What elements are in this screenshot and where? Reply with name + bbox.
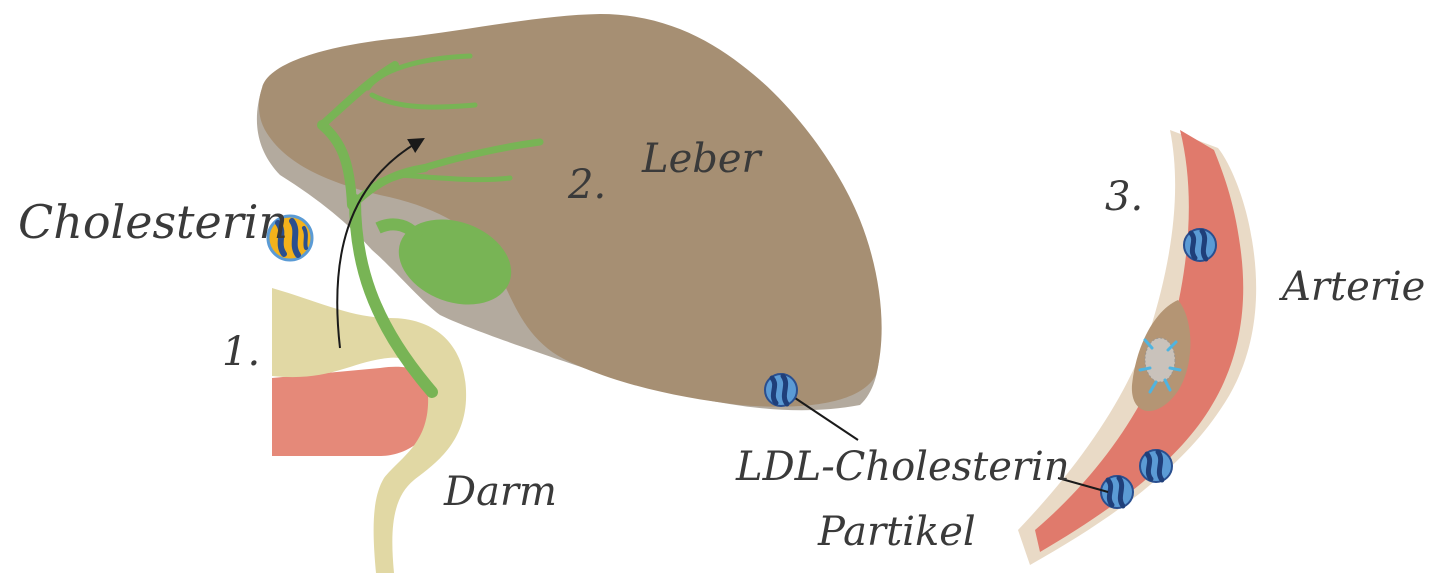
intestine (272, 288, 466, 573)
step-1-label: 1. (222, 329, 260, 375)
leber-label: Leber (641, 136, 764, 182)
ldl-particle-icon (1140, 450, 1172, 482)
cholesterin-label: Cholesterin (18, 195, 288, 249)
ldl-particle-icon (765, 374, 797, 406)
arterie-label: Arterie (1278, 264, 1425, 310)
darm-label: Darm (443, 469, 557, 515)
step-3-label: 3. (1105, 174, 1143, 220)
step-2-label: 2. (567, 162, 606, 208)
ldl-particle-icon (1184, 229, 1216, 261)
partikel-label: Partikel (817, 509, 976, 555)
ldl-cholesterin-label: LDL-Cholesterin (735, 444, 1070, 490)
